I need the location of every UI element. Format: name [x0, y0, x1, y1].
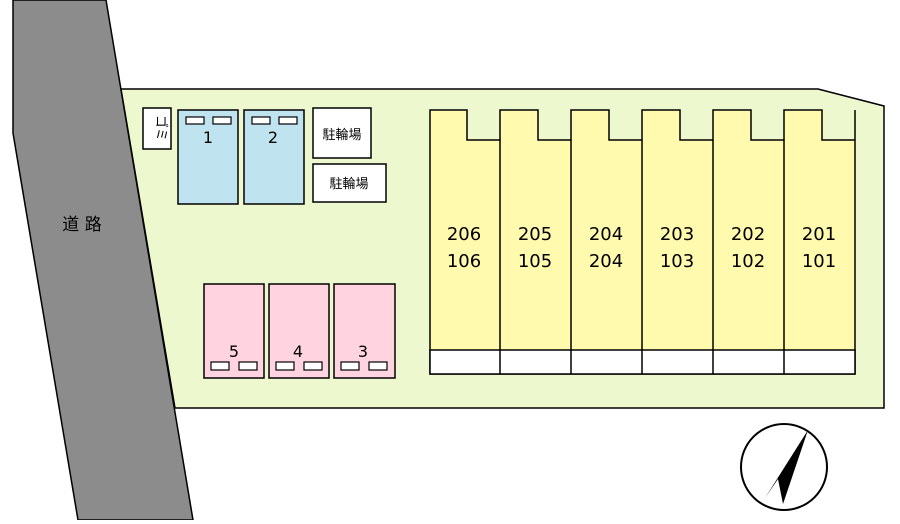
parking-space-1: 1: [177, 109, 239, 205]
unit-lower-number: 101: [802, 251, 836, 272]
parking-space-5: 5: [203, 283, 265, 379]
north-arrow-icon: [740, 423, 828, 511]
unit-lower-number: 105: [518, 251, 552, 272]
bicycle-parking-1: 駐輪場: [312, 107, 372, 159]
unit-upper-number: 201: [802, 224, 836, 245]
unit-lower-number: 103: [660, 251, 694, 272]
unit-upper-number: 202: [731, 224, 765, 245]
garbage-station: [142, 107, 172, 150]
unit-lower-number: 204: [589, 251, 623, 272]
unit-upper-number: 204: [589, 224, 623, 245]
parking-space-3: 3: [333, 283, 396, 379]
unit-upper-number: 203: [660, 224, 694, 245]
garbage-label: ゴミ: [153, 115, 169, 141]
apartment-building: 206 106 205 105 204 204 203 103 202 102 …: [429, 109, 856, 375]
parking-number: 4: [293, 342, 303, 361]
bicycle-parking-label: 駐輪場: [322, 127, 361, 143]
bicycle-parking-label: 駐輪場: [329, 176, 368, 192]
parking-space-4: 4: [268, 283, 330, 379]
bicycle-parking-2: 駐輪場: [312, 163, 387, 203]
unit-lower-number: 106: [447, 251, 481, 272]
road-label: 道 路: [62, 215, 101, 235]
parking-number: 3: [358, 342, 368, 361]
unit-upper-number: 206: [447, 224, 481, 245]
parking-number: 5: [229, 342, 239, 361]
unit-upper-number: 205: [518, 224, 552, 245]
parking-space-2: 2: [243, 109, 305, 205]
parking-number: 1: [203, 128, 213, 147]
parking-number: 2: [268, 128, 278, 147]
unit-lower-number: 102: [731, 251, 765, 272]
